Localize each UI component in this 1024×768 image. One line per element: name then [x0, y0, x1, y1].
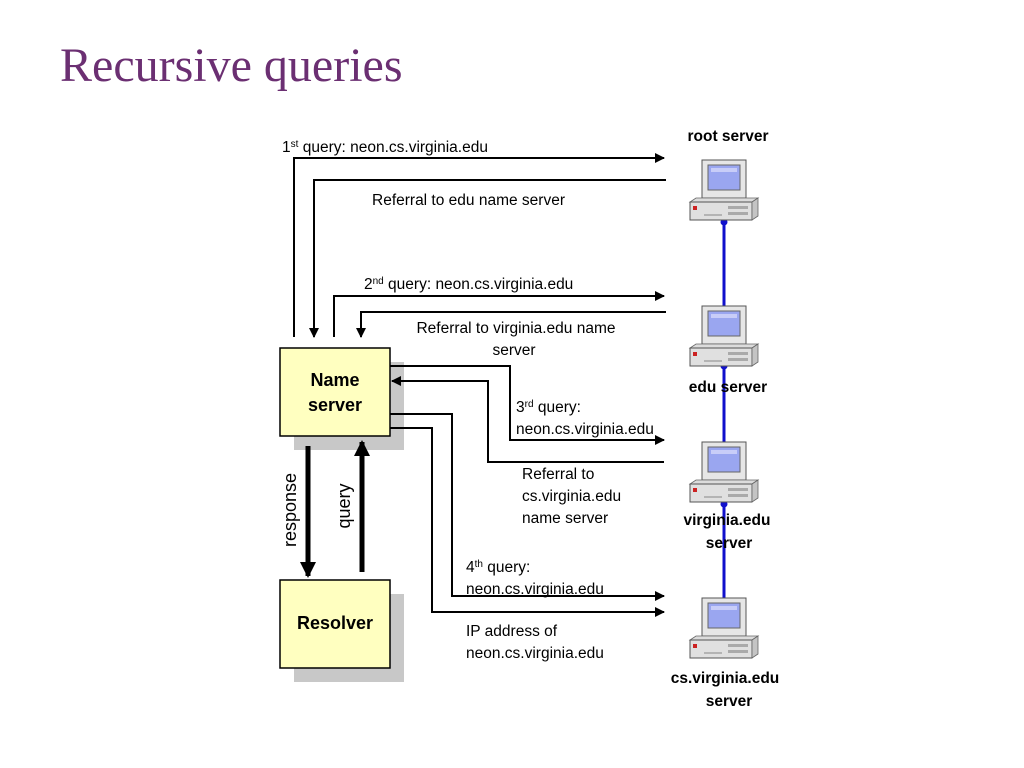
q1-label: 1st query: neon.cs.virginia.edu: [282, 139, 488, 157]
response-label: response: [280, 473, 300, 547]
name-server-label-line2: server: [308, 395, 362, 415]
r1-arrow: [309, 179, 666, 338]
root-server-computer-icon: [689, 159, 759, 221]
q1-arrow: [293, 153, 665, 337]
r4-label-line2: neon.cs.virginia.edu: [466, 645, 604, 662]
r1-label: Referral to edu name server: [372, 192, 565, 209]
q4-arrow: [390, 413, 665, 601]
virginia-server-label: virginia.edu: [684, 512, 771, 529]
slide-title: Recursive queries: [60, 39, 403, 92]
r3-label-line2: cs.virginia.edu: [522, 488, 621, 505]
r2-label-line2: server: [492, 342, 535, 359]
r3-arrow: [391, 376, 664, 463]
q3-arrow: [390, 365, 665, 445]
query-label: query: [334, 483, 354, 528]
r4-label: IP address of: [466, 623, 558, 640]
edu-server-computer-icon: [689, 305, 759, 367]
name-server-label: Name: [310, 370, 359, 390]
root-server-label: root server: [688, 128, 769, 145]
q2-arrow: [333, 291, 665, 337]
resolver-box: [279, 579, 391, 669]
q2-label: 2nd query: neon.cs.virginia.edu: [364, 276, 573, 294]
edu-server-label: edu server: [689, 379, 767, 396]
resolver-label: Resolver: [297, 613, 373, 633]
virginia-server-computer-icon: [689, 441, 759, 503]
r3-label-line3: name server: [522, 510, 608, 527]
cs-server-label-line2: server: [706, 693, 753, 710]
r4-arrow: [390, 427, 665, 617]
name-server-box: [279, 347, 391, 437]
q3-label-line2: neon.cs.virginia.edu: [516, 421, 654, 438]
cs-server-computer-icon: [689, 597, 759, 659]
q4-label-line2: neon.cs.virginia.edu: [466, 581, 604, 598]
r2-arrow: [356, 311, 666, 338]
q3-label: 3rd query:: [516, 399, 581, 417]
cs-server-label: cs.virginia.edu: [671, 670, 780, 687]
q4-label: 4th query:: [466, 559, 530, 577]
r3-label: Referral to: [522, 466, 594, 483]
r2-label: Referral to virginia.edu name: [416, 320, 615, 337]
virginia-server-label-line2: server: [706, 535, 753, 552]
